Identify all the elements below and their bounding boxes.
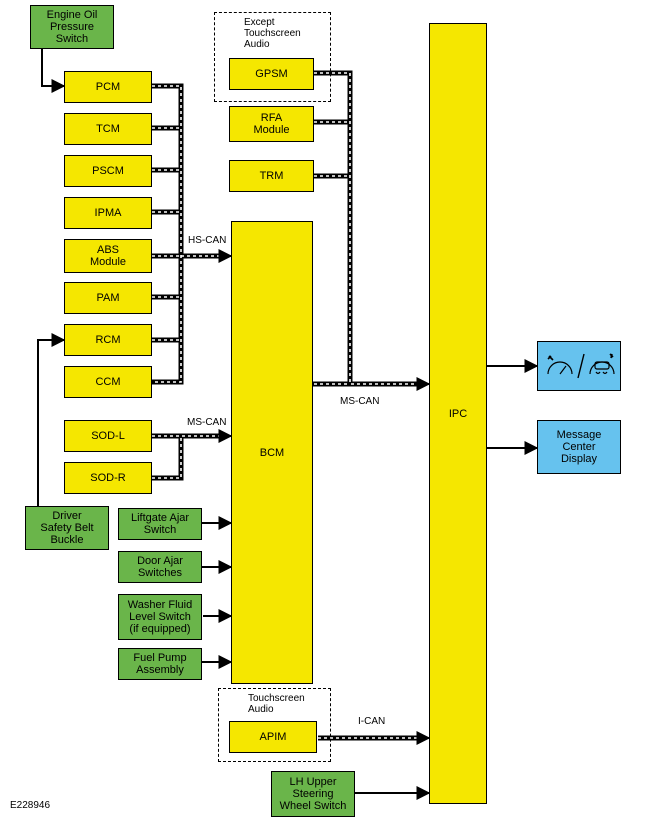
- ipma-module: IPMA: [64, 197, 152, 229]
- pcm-module: PCM: [64, 71, 152, 103]
- driver-safety-belt-buckle: Driver Safety Belt Buckle: [25, 506, 109, 550]
- washer-fluid-level-switch: Washer Fluid Level Switch (if equipped): [118, 594, 202, 640]
- hs-can-bus: [152, 83, 233, 385]
- vehicle-traction-icon: [589, 353, 615, 375]
- liftgate-ajar-switch: Liftgate Ajar Switch: [118, 508, 202, 540]
- pam-module: PAM: [64, 282, 152, 314]
- except-touchscreen-group: [214, 12, 331, 102]
- lh-upper-steering-wheel-switch: LH Upper Steering Wheel Switch: [271, 771, 355, 817]
- apim-module: APIM: [229, 721, 317, 753]
- door-ajar-switches: Door Ajar Switches: [118, 551, 202, 583]
- sod-r-module: SOD-R: [64, 462, 152, 494]
- ms-can-bus-right: [260, 70, 431, 391]
- fuel-pump-assembly: Fuel Pump Assembly: [118, 648, 202, 680]
- except-touchscreen-label: Except Touchscreen Audio: [244, 17, 301, 50]
- ms-can-left-label: MS-CAN: [187, 417, 227, 428]
- rfa-module: RFA Module: [229, 106, 314, 142]
- sod-l-module: SOD-L: [64, 420, 152, 452]
- speedometer-warning-icon: [547, 355, 573, 375]
- ipc-module: IPC: [429, 23, 487, 804]
- ms-can-right-label: MS-CAN: [340, 396, 380, 407]
- warning-indicators: [537, 341, 621, 391]
- ccm-module: CCM: [64, 366, 152, 398]
- gpsm-module: GPSM: [229, 58, 314, 90]
- pscm-module: PSCM: [64, 155, 152, 187]
- bcm-module: BCM: [231, 221, 313, 684]
- indicator-icons: [547, 353, 615, 379]
- touchscreen-label: Touchscreen Audio: [248, 693, 305, 715]
- hs-can-label: HS-CAN: [188, 235, 227, 246]
- tcm-module: TCM: [64, 113, 152, 145]
- figure-id: E228946: [10, 800, 51, 811]
- slash-icon: [577, 353, 585, 379]
- trm-module: TRM: [229, 160, 314, 192]
- i-can-label: I-CAN: [358, 716, 386, 727]
- rcm-module: RCM: [64, 324, 152, 356]
- ms-can-bus-left: [152, 429, 233, 481]
- message-center-display: Message Center Display: [537, 420, 621, 474]
- engine-oil-pressure-switch: Engine Oil Pressure Switch: [30, 5, 114, 49]
- abs-module: ABS Module: [64, 239, 152, 273]
- touchscreen-group: [218, 688, 331, 762]
